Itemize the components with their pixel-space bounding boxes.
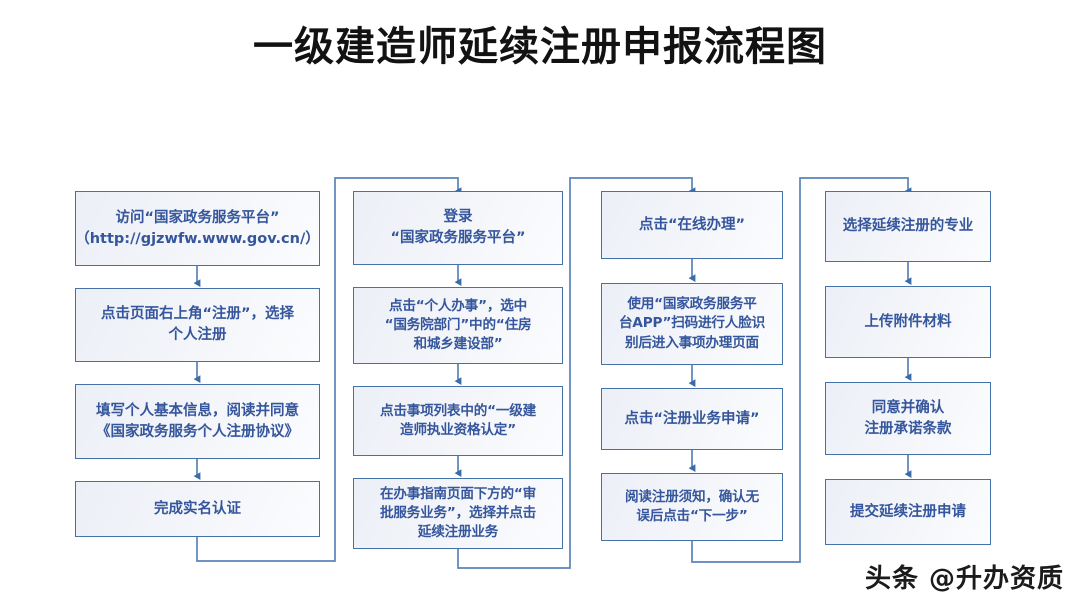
flow-node-c4n2[interactable]: 上传附件材料 <box>825 286 991 358</box>
connector-c2n4-c3n1 <box>457 177 696 569</box>
connector-c1n4-c2n1 <box>196 177 462 562</box>
flow-node-c4n4[interactable]: 提交延续注册申请 <box>825 479 991 545</box>
connector-c3n4-c4n1 <box>691 177 912 563</box>
flow-node-c3n1[interactable]: 点击“在线办理” <box>601 191 783 259</box>
flow-node-c1n4[interactable]: 完成实名认证 <box>75 481 320 537</box>
flow-node-c1n1[interactable]: 访问“国家政务服务平台” （http://gjzwfw.www.gov.cn/） <box>75 191 320 266</box>
flow-node-c3n4[interactable]: 阅读注册须知，确认无 误后点击“下一步” <box>601 473 783 541</box>
flow-node-c4n1[interactable]: 选择延续注册的专业 <box>825 191 991 262</box>
flow-node-c4n3[interactable]: 同意并确认 注册承诺条款 <box>825 382 991 455</box>
flow-node-c3n2[interactable]: 使用“国家政务服务平 台APP”扫码进行人脸识 别后进入事项办理页面 <box>601 283 783 365</box>
flow-node-c2n4[interactable]: 在办事指南页面下方的“审 批服务业务”，选择并点击 延续注册业务 <box>353 478 563 549</box>
flow-node-c1n2[interactable]: 点击页面右上角“注册”，选择 个人注册 <box>75 288 320 362</box>
watermark: 头条 @升办资质 <box>864 564 1064 594</box>
flow-node-c2n1[interactable]: 登录 “国家政务服务平台” <box>353 191 563 265</box>
flow-node-c2n2[interactable]: 点击“个人办事”，选中 “国务院部门”中的“住房 和城乡建设部” <box>353 287 563 364</box>
flow-node-c1n3[interactable]: 填写个人基本信息，阅读并同意 《国家政务服务个人注册协议》 <box>75 384 320 459</box>
flow-node-c3n3[interactable]: 点击“注册业务申请” <box>601 388 783 450</box>
page-title: 一级建造师延续注册申报流程图 <box>253 24 827 69</box>
flow-node-c2n3[interactable]: 点击事项列表中的“一级建 造师执业资格认定” <box>353 386 563 456</box>
